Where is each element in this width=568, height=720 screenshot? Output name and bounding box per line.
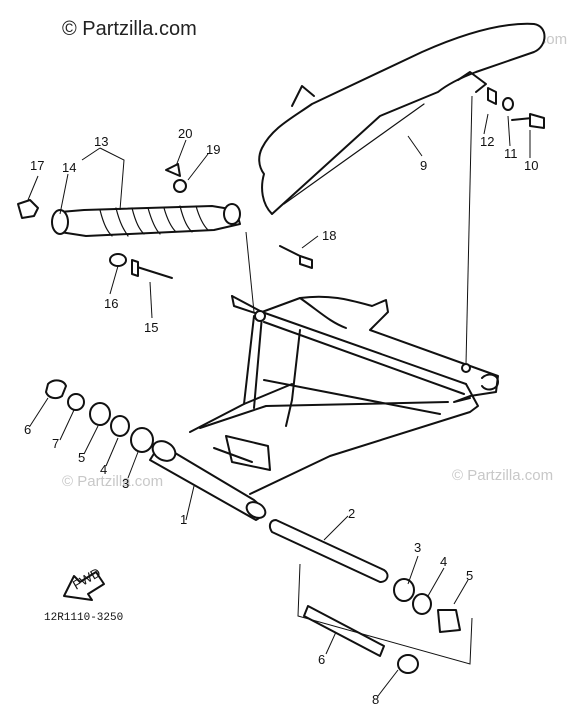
callout-5: 5: [78, 450, 85, 465]
small-hardware: [17, 87, 545, 674]
callout-9: 9: [420, 158, 427, 173]
callout-6b: 6: [318, 652, 325, 667]
callout-17: 17: [30, 158, 44, 173]
callout-16: 16: [104, 296, 118, 311]
callout-1: 1: [180, 512, 187, 527]
callout-13: 13: [94, 134, 108, 149]
callout-4: 4: [100, 462, 107, 477]
callout-19: 19: [206, 142, 220, 157]
callout-14: 14: [62, 160, 76, 175]
leader-lines: [27, 95, 531, 697]
callout-6: 6: [24, 422, 31, 437]
watermark-mid-right: © Partzilla.com: [452, 467, 553, 484]
callout-4b: 4: [440, 554, 447, 569]
pivot-tube: [149, 440, 267, 521]
callout-18: 18: [322, 228, 336, 243]
copyright-notice: © Partzilla.com: [62, 18, 197, 40]
callout-15: 15: [144, 320, 158, 335]
fwd-arrow-icon: FWD: [63, 565, 105, 601]
callout-11: 11: [504, 146, 518, 161]
callout-2: 2: [348, 506, 355, 521]
diagram-code: 12R1110-3250: [44, 612, 124, 624]
callout-numbers: 1 2 3 3 4 4 5 5 6 6 7 8 8 9 10 11 12 13 …: [24, 126, 538, 707]
callout-12: 12: [480, 134, 494, 149]
callout-3b: 3: [414, 540, 421, 555]
watermark-mid-left: © Partzilla.com: [62, 473, 163, 490]
swingarm-frame: [189, 295, 499, 495]
callout-10: 10: [524, 158, 538, 173]
chain-case: [258, 22, 546, 215]
callout-8b: 8: [372, 692, 379, 707]
rear-shock: [51, 203, 241, 237]
callout-5b: 5: [466, 568, 473, 583]
callout-3: 3: [122, 476, 129, 491]
callout-20: 20: [178, 126, 192, 141]
callout-7: 7: [52, 436, 59, 451]
